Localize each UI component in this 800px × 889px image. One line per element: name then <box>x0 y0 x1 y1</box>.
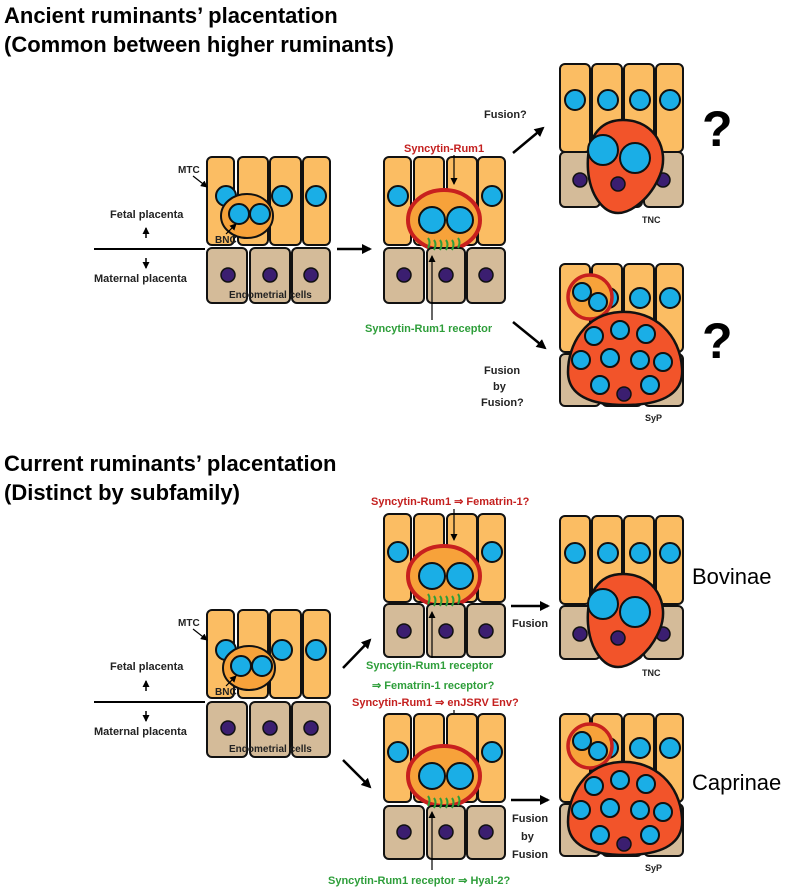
s2-bnc-label: BNC <box>215 687 237 698</box>
s1-question-top: ? <box>702 101 733 157</box>
section2-title-line1: Current ruminants’ placentation <box>4 451 337 476</box>
s1-tnc-label: TNC <box>642 215 661 225</box>
s1-fusion-by-1: Fusion <box>484 365 520 377</box>
s2-fetal-label: Fetal placenta <box>110 661 184 673</box>
section1-title-line1: Ancient ruminants’ placentation <box>4 3 338 28</box>
s2-mtc-label: MTC <box>178 618 200 629</box>
s2-bovinae-label: Bovinae <box>692 564 772 589</box>
s1-syp-block <box>559 263 684 407</box>
s2-tnc-label: TNC <box>642 668 661 678</box>
s1-fusion-by-3: Fusion? <box>481 397 524 409</box>
s1-fusion-q-label: Fusion? <box>484 109 527 121</box>
s2-cap-fusion-by-1: Fusion <box>512 813 548 825</box>
section1-title-line2: (Common between higher ruminants) <box>4 32 394 57</box>
s2-caprinae-syp-block <box>559 713 684 857</box>
s1-initial-block <box>206 156 331 304</box>
s2-cap-syncytin-label: Syncytin-Rum1 ⇒ enJSRV Env? <box>352 697 519 709</box>
s2-bov-receptor-line2: ⇒ Fematrin-1 receptor? <box>372 680 495 692</box>
s1-receptor-label: Syncytin-Rum1 receptor <box>365 323 493 335</box>
s2-bov-receptor-line1: Syncytin-Rum1 receptor <box>366 660 494 672</box>
s1-fusion-by-2: by <box>493 381 507 393</box>
s2-bov-syncytin-label: Syncytin-Rum1 ⇒ Fematrin-1? <box>371 496 530 508</box>
s1-maternal-label: Maternal placenta <box>94 273 188 285</box>
s1-mtc-label: MTC <box>178 165 200 176</box>
s2-caprinae-label: Caprinae <box>692 770 781 795</box>
s1-endometrial-label: Endometrial cells <box>229 290 312 301</box>
s2-bovinae-tnc-block <box>559 515 684 669</box>
s2-cap-fusion-by-2: by <box>521 831 535 843</box>
s1-bnc-label: BNC <box>215 235 237 246</box>
s2-cap-fusion-by-3: Fusion <box>512 849 548 861</box>
s1-question-bottom: ? <box>702 313 733 369</box>
s2-syp-label: SyP <box>645 863 662 873</box>
s2-cap-receptor-label: Syncytin-Rum1 receptor ⇒ Hyal-2? <box>328 875 510 887</box>
s2-caprinae-fusion-block <box>383 713 506 860</box>
s2-bov-fusion-label: Fusion <box>512 618 548 630</box>
s2-maternal-label: Maternal placenta <box>94 726 188 738</box>
s2-initial-block <box>206 609 331 758</box>
s1-fetal-label: Fetal placenta <box>110 209 184 221</box>
s2-endometrial-label: Endometrial cells <box>229 744 312 755</box>
s2-bovinae-fusion-block <box>383 513 506 658</box>
s1-syp-label: SyP <box>645 413 662 423</box>
s1-tnc-block <box>559 63 684 215</box>
section2-title-line2: (Distinct by subfamily) <box>4 480 240 505</box>
s1-fusion-block <box>383 156 506 304</box>
s1-syncytin-label: Syncytin-Rum1 <box>404 143 484 155</box>
